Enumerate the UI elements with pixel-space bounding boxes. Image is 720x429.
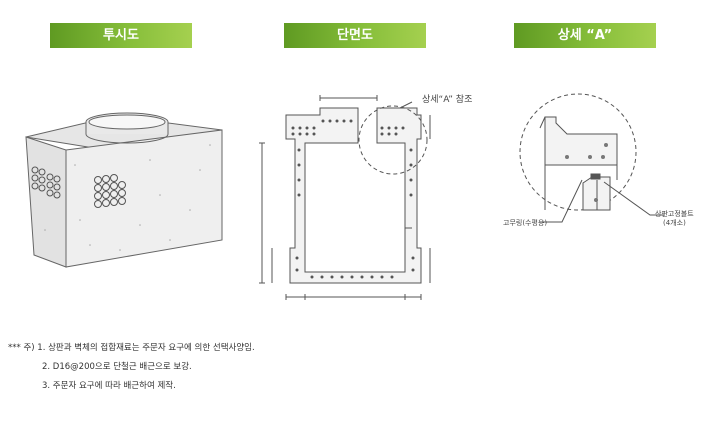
detail-reference-label: 상세“A” 참조 [422, 95, 473, 105]
header-perspective: 투시도 [50, 23, 192, 48]
note-line-1: *** 주) 1. 상판과 벽체의 접합재료는 주문자 요구에 의한 선택사양임… [8, 343, 255, 353]
detail-drawing [519, 93, 665, 223]
section-drawing [259, 95, 431, 300]
header-detail: 상세 “A” [514, 23, 656, 48]
perspective-drawing [25, 112, 223, 268]
rubber-ring-label: 고무링(수평용) [503, 219, 548, 227]
fixing-bolt-label: 상판고정볼트 [655, 210, 694, 218]
header-section: 단면도 [284, 23, 426, 48]
note-line-3: 3. 주문자 요구에 따라 배근하여 제작. [42, 381, 176, 391]
notes-block: *** 주) 1. 상판과 벽체의 접합재료는 주문자 요구에 의한 선택사양임… [8, 339, 255, 396]
note-line-2: 2. D16@200으로 단철근 배근으로 보강. [42, 362, 192, 372]
fixing-bolt-count-label: (4개소) [663, 219, 686, 227]
